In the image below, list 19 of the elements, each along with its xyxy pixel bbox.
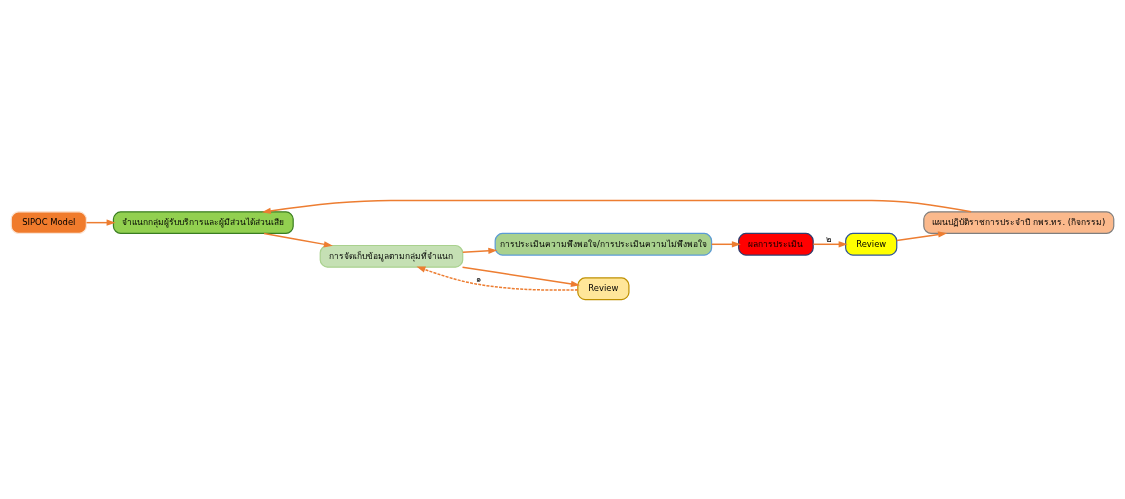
node-box: ผลการประเมิน [738, 232, 814, 256]
node-box: Review [577, 276, 630, 300]
arrow [416, 265, 579, 291]
node-box: จำแนกกลุ่มผู้รับบริการและผู้มีส่วนได้ส่วนเสีย [112, 210, 294, 234]
arrow [462, 247, 498, 254]
arrow [263, 232, 333, 247]
arrow [896, 230, 948, 241]
node-box: Review [845, 232, 898, 256]
node-box: การประเมินความพึงพอใจ/การประเมินความไม่พึงพอใจ [494, 232, 713, 256]
arrow [85, 219, 116, 226]
edge-label: ๑ [476, 273, 482, 284]
node-box: SIPOC Model [10, 210, 87, 234]
arrow [461, 265, 580, 287]
arrow [812, 240, 848, 247]
node-box: แผนปฏิบัติราชการประจำปี กพร.ทร. (กิจกรรม) [923, 210, 1115, 234]
node-box: การจัดเก็บข้อมูลตามกลุ่มที่จำแนก [319, 244, 464, 268]
arrow [261, 199, 972, 214]
edge-label: ๒ [826, 233, 833, 244]
arrow [711, 240, 741, 247]
